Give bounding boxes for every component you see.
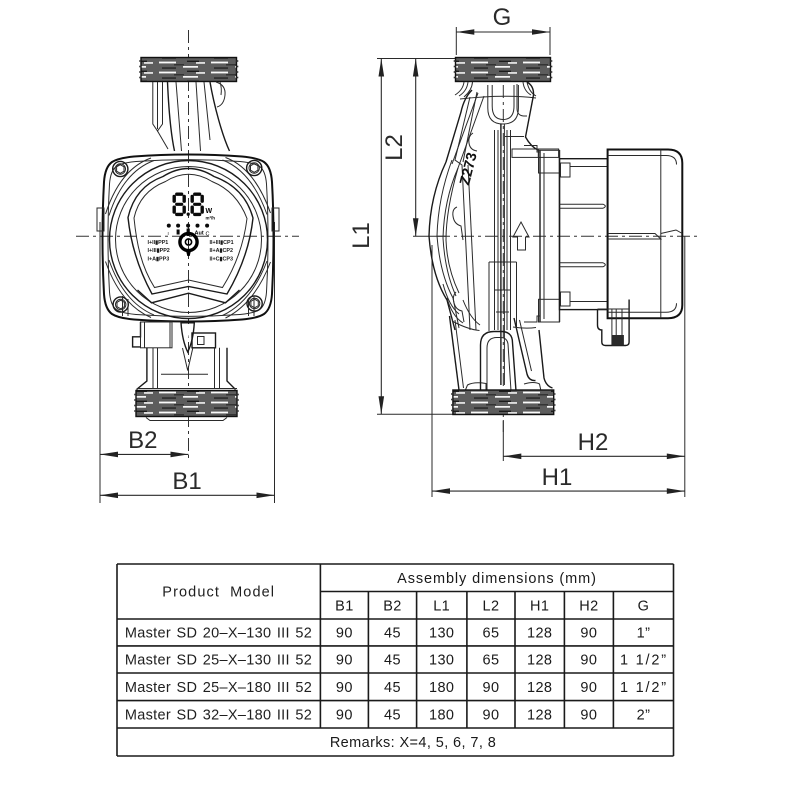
svg-text:I+A▮PP3: I+A▮PP3: [148, 256, 170, 262]
svg-text:W: W: [206, 208, 213, 215]
svg-text:65: 65: [483, 653, 500, 669]
svg-text:2”: 2”: [637, 707, 651, 723]
svg-text:L1: L1: [348, 222, 375, 249]
svg-text:H2: H2: [578, 429, 609, 456]
svg-text:45: 45: [384, 653, 401, 669]
svg-text:II+A▮CP2: II+A▮CP2: [210, 248, 234, 254]
svg-text:128: 128: [527, 653, 552, 669]
svg-text:90: 90: [483, 680, 500, 696]
svg-text:L2: L2: [483, 599, 500, 615]
svg-text:128: 128: [527, 626, 552, 642]
svg-text:Product Model: Product Model: [162, 585, 275, 601]
svg-text:180: 180: [429, 707, 454, 723]
svg-text:90: 90: [580, 626, 597, 642]
svg-text:130: 130: [429, 626, 454, 642]
svg-text:I+III▮PP2: I+III▮PP2: [148, 248, 170, 254]
svg-text:L1: L1: [433, 599, 450, 615]
svg-text:128: 128: [527, 680, 552, 696]
svg-text:II+C▮CP3: II+C▮CP3: [210, 256, 234, 262]
svg-text:C: C: [206, 232, 210, 238]
svg-text:B1: B1: [335, 599, 354, 615]
svg-text:130: 130: [429, 653, 454, 669]
svg-text:90: 90: [336, 653, 353, 669]
svg-text:Master SD 25–X–130 III 52: Master SD 25–X–130 III 52: [125, 653, 312, 669]
svg-text:H1: H1: [530, 599, 549, 615]
svg-text:90: 90: [580, 653, 597, 669]
svg-text:90: 90: [336, 707, 353, 723]
svg-text:1 1/2”: 1 1/2”: [620, 653, 668, 669]
svg-text:128: 128: [527, 707, 552, 723]
svg-text:1 1/2”: 1 1/2”: [620, 680, 668, 696]
svg-text:45: 45: [384, 680, 401, 696]
svg-text:H2: H2: [579, 599, 598, 615]
svg-text:45: 45: [384, 707, 401, 723]
svg-text:90: 90: [580, 680, 597, 696]
svg-text:180: 180: [429, 680, 454, 696]
svg-text:m³/h: m³/h: [206, 216, 216, 221]
svg-text:Assembly dimensions (mm): Assembly dimensions (mm): [397, 571, 597, 587]
svg-text:45: 45: [384, 626, 401, 642]
svg-text:90: 90: [336, 626, 353, 642]
svg-text:H1: H1: [542, 464, 573, 491]
svg-text:II+III▮CP1: II+III▮CP1: [210, 240, 234, 246]
svg-text:90: 90: [336, 680, 353, 696]
svg-text:G: G: [638, 599, 650, 615]
svg-text:Remarks: X=4, 5, 6, 7, 8: Remarks: X=4, 5, 6, 7, 8: [330, 735, 496, 751]
svg-text:Master SD 25–X–180 III 52: Master SD 25–X–180 III 52: [125, 680, 312, 696]
svg-text:Master SD 20–X–130 III 52: Master SD 20–X–130 III 52: [125, 626, 312, 642]
svg-text:B2: B2: [383, 599, 402, 615]
svg-text:B1: B1: [172, 468, 201, 495]
svg-text:65: 65: [483, 626, 500, 642]
svg-text:L2: L2: [381, 134, 408, 161]
svg-text:G: G: [493, 4, 512, 31]
svg-text:1”: 1”: [637, 626, 651, 642]
svg-text:B2: B2: [128, 427, 157, 454]
svg-text:I+II▮PP1: I+II▮PP1: [148, 240, 169, 246]
svg-text:90: 90: [580, 707, 597, 723]
svg-text:Master SD 32–X–180 III 52: Master SD 32–X–180 III 52: [125, 707, 312, 723]
svg-text:Aut: Aut: [195, 231, 204, 237]
svg-text:Z273: Z273: [457, 151, 481, 187]
svg-text:90: 90: [483, 707, 500, 723]
svg-text:I: I: [168, 231, 169, 236]
